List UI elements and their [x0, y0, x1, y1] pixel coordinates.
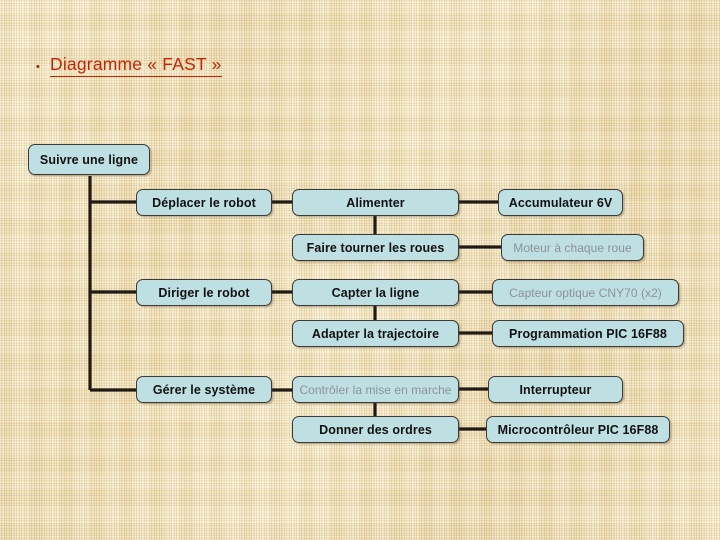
- node-function-deplacer-le-robot[interactable]: Déplacer le robot: [136, 189, 272, 216]
- node-solution-accumulateur-6v[interactable]: Accumulateur 6V: [498, 189, 623, 216]
- node-solution-capteur-optique-cny70[interactable]: Capteur optique CNY70 (x2): [492, 279, 679, 306]
- page-title: Diagramme « FAST »: [50, 54, 222, 77]
- node-subfunction-alimenter[interactable]: Alimenter: [292, 189, 459, 216]
- node-subfunction-faire-tourner-les-roues[interactable]: Faire tourner les roues: [292, 234, 459, 261]
- node-root[interactable]: Suivre une ligne: [28, 144, 150, 175]
- node-solution-interrupteur[interactable]: Interrupteur: [488, 376, 623, 403]
- node-function-diriger-le-robot[interactable]: Diriger le robot: [136, 279, 272, 306]
- node-subfunction-controler-la-mise-en-marche[interactable]: Contrôler la mise en marche: [292, 376, 459, 403]
- bullet-icon: •: [36, 61, 40, 73]
- node-subfunction-adapter-la-trajectoire[interactable]: Adapter la trajectoire: [292, 320, 459, 347]
- node-subfunction-capter-la-ligne[interactable]: Capter la ligne: [292, 279, 459, 306]
- node-solution-microcontroleur-pic-16f88[interactable]: Microcontrôleur PIC 16F88: [486, 416, 670, 443]
- node-solution-programmation-pic-16f88[interactable]: Programmation PIC 16F88: [492, 320, 684, 347]
- slide-title-row: • Diagramme « FAST »: [36, 54, 222, 77]
- node-function-gerer-le-systeme[interactable]: Gérer le système: [136, 376, 272, 403]
- node-subfunction-donner-des-ordres[interactable]: Donner des ordres: [292, 416, 459, 443]
- node-solution-moteur-a-chaque-roue[interactable]: Moteur à chaque roue: [501, 234, 644, 261]
